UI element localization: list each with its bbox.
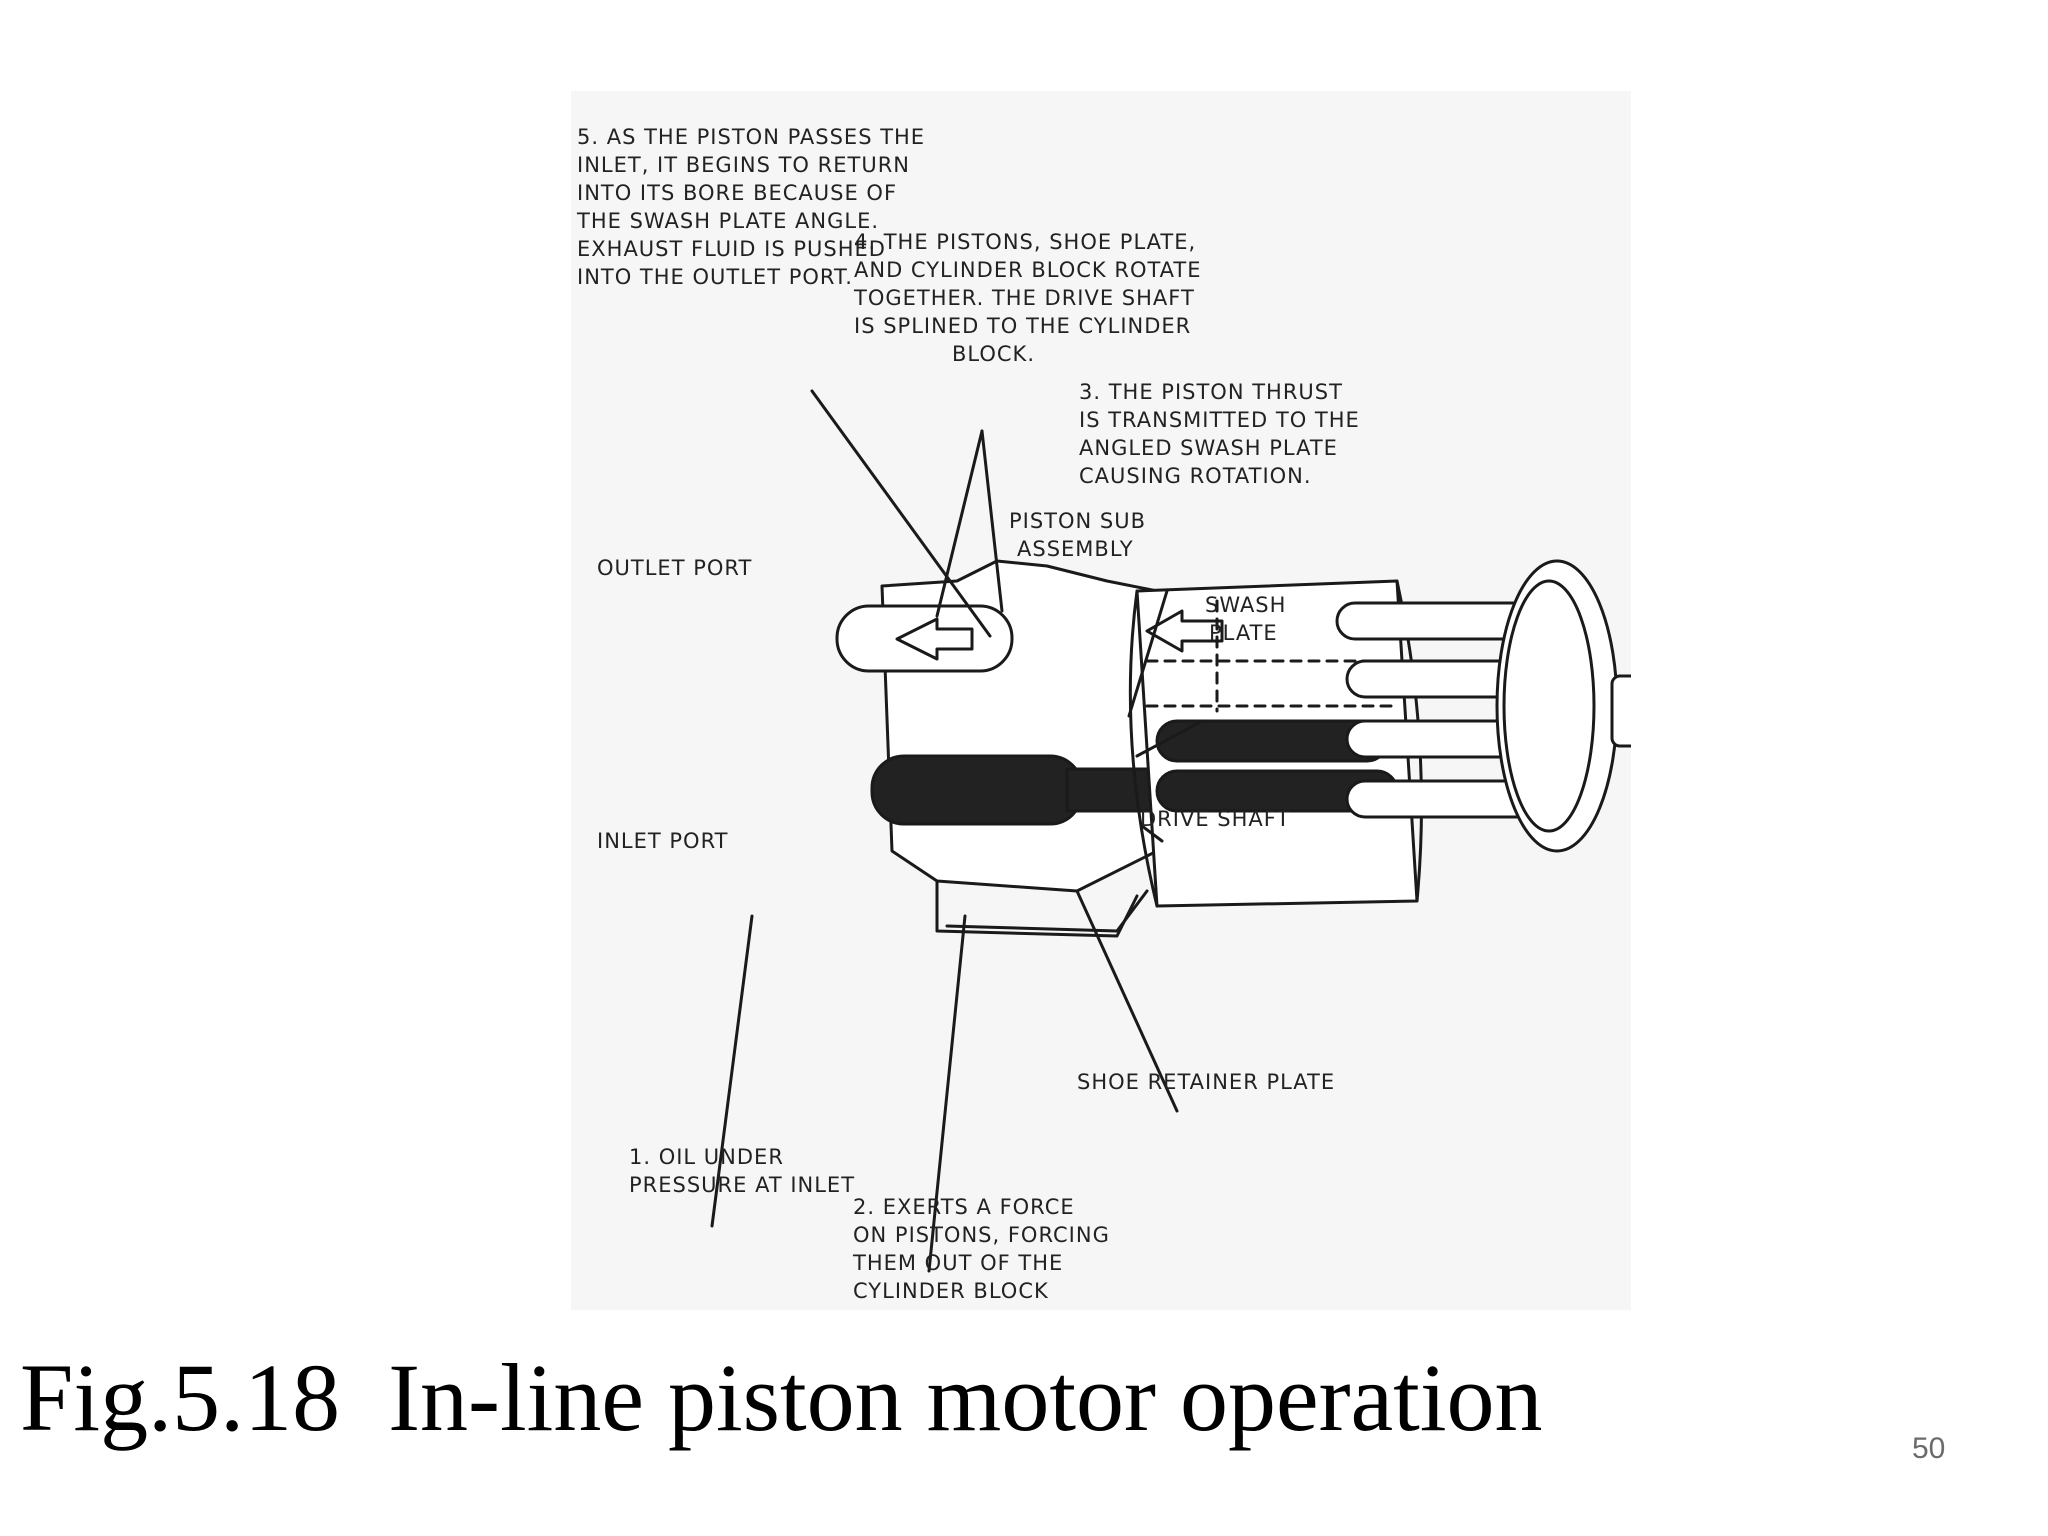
valve-block-top: [945, 889, 1149, 933]
figure-panel: 5. AS THE PISTON PASSES THE INLET, IT BE…: [571, 91, 1631, 1310]
slide-number: 50: [1912, 1432, 1946, 1465]
leader-swash: [1135, 719, 1204, 758]
label-drive-shaft: DRIVE SHAFT: [1140, 807, 1290, 831]
label-step3: 3. THE PISTON THRUST IS TRANSMITTED TO T…: [1079, 380, 1368, 488]
leader-step1: [710, 914, 754, 1228]
label-piston-sub-assembly: PISTON SUB ASSEMBLY: [1009, 509, 1154, 561]
leader-step4-b: [980, 429, 1004, 613]
label-swash-plate: SWASH PLATE: [1205, 593, 1294, 645]
drive-shaft: [1610, 674, 1631, 748]
leader-step2: [927, 914, 967, 1273]
label-step1: 1. OIL UNDER PRESSURE AT INLET: [629, 1145, 855, 1197]
inlet-port-tube: [870, 754, 1084, 826]
label-outlet-port: OUTLET PORT: [597, 556, 752, 580]
label-inlet-port: INLET PORT: [597, 829, 728, 853]
swash-plate-disc: [1495, 559, 1619, 853]
figure-caption: Fig.5.18 In-line piston motor operation: [20, 1344, 1543, 1451]
piston-motor-diagram: 5. AS THE PISTON PASSES THE INLET, IT BE…: [576, 125, 1631, 1303]
label-step2: 2. EXERTS A FORCE ON PISTONS, FORCING TH…: [852, 1195, 1118, 1303]
bore-arrow: [1145, 609, 1224, 653]
label-step4: 4. THE PISTONS, SHOE PLATE, AND CYLINDER…: [853, 230, 1209, 366]
leader-step5: [810, 389, 992, 638]
label-shoe-retainer-plate: SHOE RETAINER PLATE: [1077, 1070, 1335, 1094]
leader-driveshaft: [1140, 824, 1164, 843]
leader-shoe-retainer: [1075, 889, 1179, 1113]
leader-step3: [1127, 589, 1169, 718]
outlet-arrow: [895, 617, 974, 661]
label-step5: 5. AS THE PISTON PASSES THE INLET, IT BE…: [576, 125, 933, 289]
leader-step4-a: [935, 429, 984, 618]
